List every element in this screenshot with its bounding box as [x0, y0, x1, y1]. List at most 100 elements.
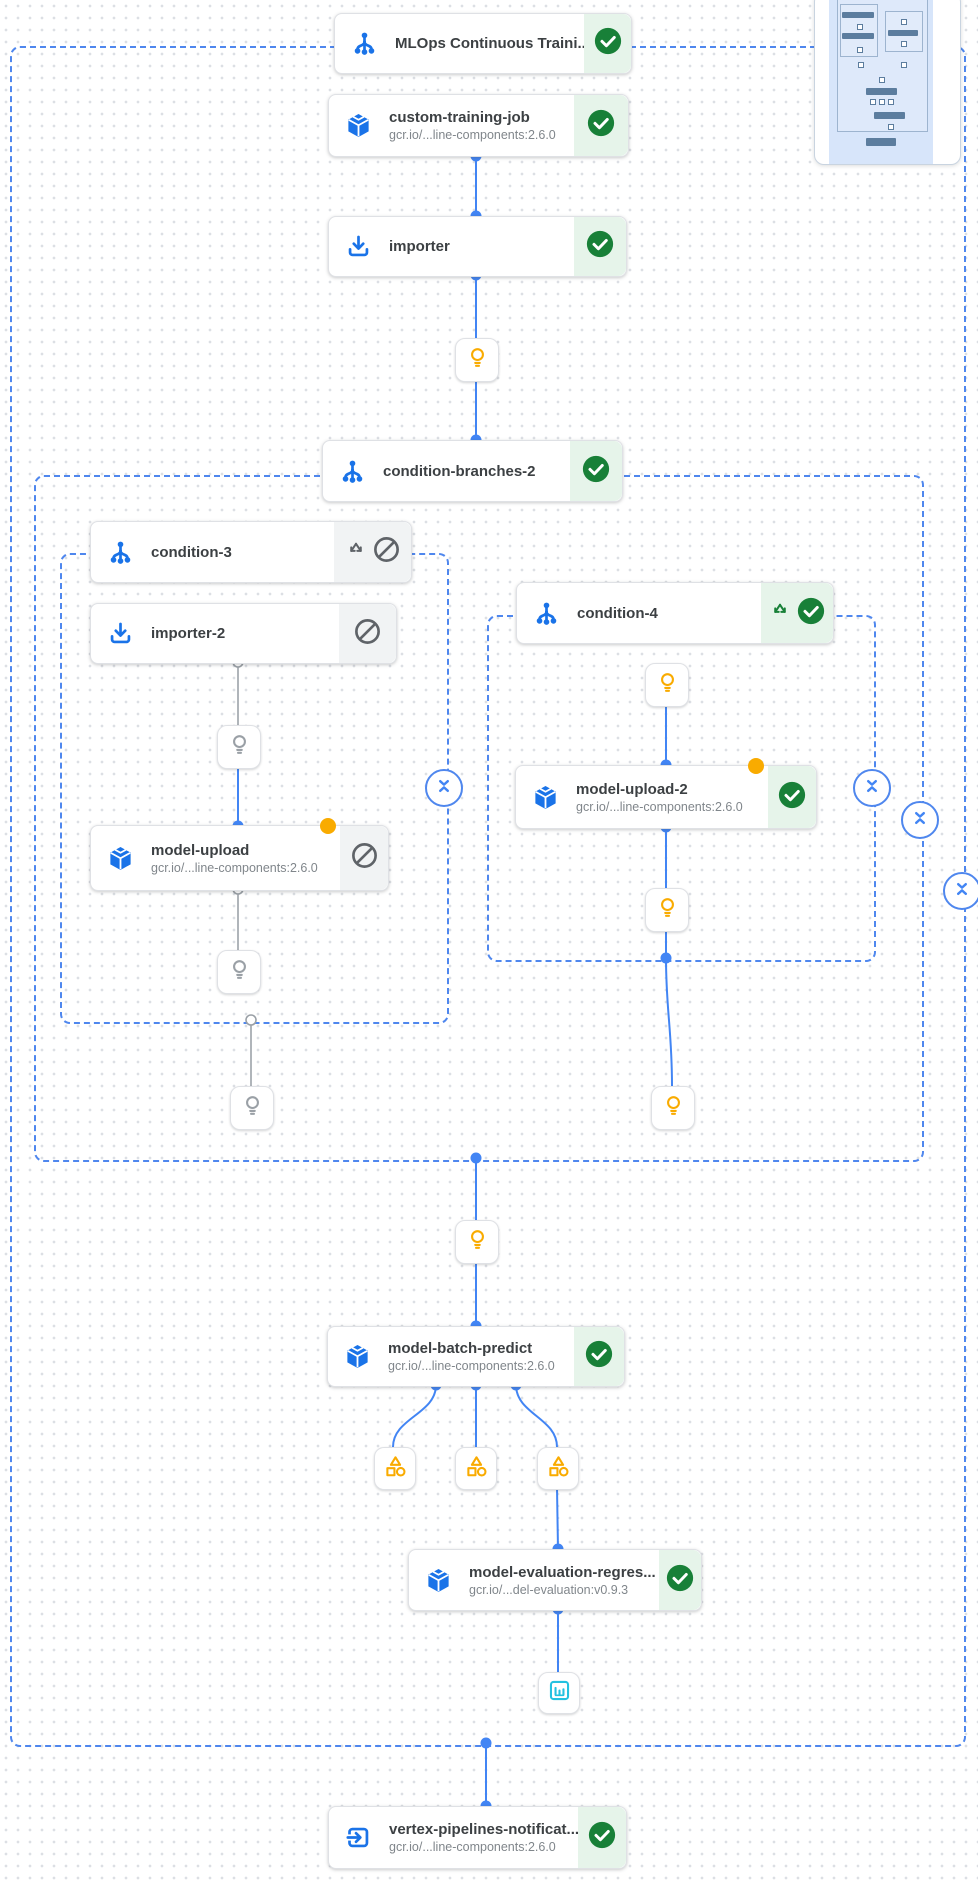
artifact-metrics[interactable] [455, 1447, 497, 1490]
status-skipped [339, 604, 396, 663]
minimap-artifact [901, 19, 907, 25]
cube-icon [425, 1567, 452, 1594]
status-succeeded [578, 1807, 626, 1868]
exit-icon [345, 1824, 372, 1851]
node-title: vertex-pipelines-notificat... [389, 1821, 578, 1838]
artifact-evaluation-chart[interactable] [538, 1672, 580, 1714]
minimap-node [874, 112, 905, 119]
minimap-artifact [879, 99, 885, 105]
node-title: model-evaluation-regres... [469, 1563, 656, 1581]
pending-output-dot [748, 758, 764, 774]
node-importer[interactable]: importer [328, 216, 627, 277]
node-title: condition-3 [151, 543, 232, 561]
collapse-chevrons-icon [860, 774, 884, 803]
collapse-button-pipeline-root[interactable] [943, 872, 978, 910]
branch-fork-icon [107, 539, 134, 566]
node-importer-2[interactable]: importer-2 [90, 603, 397, 664]
artifact-metrics[interactable] [374, 1447, 416, 1490]
artifact-execution-output-skipped[interactable] [217, 950, 261, 994]
collapse-button-condition-branches-2[interactable] [901, 801, 939, 839]
cube-icon [532, 784, 559, 811]
status-skipped [334, 522, 411, 582]
check-circle-icon [665, 1563, 695, 1598]
node-subtitle: gcr.io/...line-components:2.6.0 [388, 1359, 555, 1373]
node-vertex-pipelines-notification[interactable]: vertex-pipelines-notificat... gcr.io/...… [328, 1806, 627, 1869]
branch-fork-icon [339, 458, 366, 485]
collapse-button-condition-3[interactable] [425, 769, 463, 807]
artifact-metrics[interactable] [537, 1447, 579, 1490]
minimap-artifact [857, 47, 863, 53]
artifact-execution-output-skipped[interactable] [230, 1086, 274, 1130]
blocked-icon [353, 617, 382, 651]
node-title: model-upload-2 [576, 780, 688, 798]
node-custom-training-job[interactable]: custom-training-job gcr.io/...line-compo… [328, 94, 629, 157]
lightbulb-icon [655, 895, 680, 925]
node-subtitle: gcr.io/...line-components:2.6.0 [151, 860, 318, 875]
minimap-node [842, 33, 874, 39]
check-circle-icon [777, 780, 807, 815]
minimap [814, 0, 961, 165]
node-mlops-continuous-training[interactable]: MLOps Continuous Traini... [334, 13, 632, 74]
collapse-button-condition-4[interactable] [853, 769, 891, 807]
artifact-execution-output[interactable] [645, 663, 689, 707]
status-succeeded [574, 95, 628, 156]
status-succeeded [768, 766, 816, 828]
node-model-evaluation-regression[interactable]: model-evaluation-regres... gcr.io/...del… [408, 1549, 702, 1611]
minimap-node [866, 88, 897, 95]
node-condition-4[interactable]: condition-4 [516, 582, 834, 644]
collapse-chevrons-icon [432, 774, 456, 803]
artifact-execution-output[interactable] [455, 338, 499, 382]
status-succeeded [761, 583, 833, 643]
check-circle-icon [587, 1820, 617, 1855]
blocked-icon [372, 535, 401, 569]
minimap-artifact [870, 99, 876, 105]
minimap-artifact [901, 41, 907, 47]
node-model-batch-predict[interactable]: model-batch-predict gcr.io/...line-compo… [327, 1326, 625, 1387]
node-model-upload[interactable]: model-upload gcr.io/...line-components:2… [90, 825, 389, 891]
node-subtitle: gcr.io/...line-components:2.6.0 [576, 799, 743, 814]
node-title: condition-4 [577, 604, 658, 622]
artifact-execution-output[interactable] [645, 888, 689, 932]
branch-fork-icon [533, 600, 560, 627]
minimap-node [888, 30, 918, 36]
check-circle-icon [585, 229, 615, 264]
status-succeeded [584, 14, 631, 73]
minimap-artifact [888, 99, 894, 105]
status-succeeded [570, 441, 622, 501]
shapes-icon [546, 1454, 571, 1484]
status-succeeded [574, 217, 626, 276]
lightbulb-icon [227, 957, 252, 987]
check-circle-icon [796, 596, 826, 631]
minimap-node [866, 138, 896, 146]
lightbulb-icon [661, 1093, 686, 1123]
node-subtitle: gcr.io/...del-evaluation:v0.9.3 [469, 1582, 629, 1597]
bar-chart-icon [547, 1678, 572, 1708]
minimap-node [842, 12, 874, 18]
minimap-artifact [857, 24, 863, 30]
node-model-upload-2[interactable]: model-upload-2 gcr.io/...line-components… [515, 765, 817, 829]
cube-icon [107, 845, 134, 872]
node-title: importer [389, 238, 450, 255]
minimap-artifact [858, 62, 864, 68]
artifact-execution-output-skipped[interactable] [217, 725, 261, 769]
lightbulb-icon [655, 670, 680, 700]
node-condition-branches-2[interactable]: condition-branches-2 [322, 440, 623, 502]
cube-icon [345, 112, 372, 139]
collapse-chevrons-icon [950, 877, 974, 906]
lightbulb-icon [465, 345, 490, 375]
artifact-execution-output[interactable] [651, 1086, 695, 1130]
check-circle-icon [593, 26, 623, 61]
node-title: condition-branches-2 [383, 462, 536, 480]
cube-icon [344, 1343, 371, 1370]
shapes-icon [383, 1454, 408, 1484]
minimap-artifact [888, 124, 894, 130]
check-circle-icon [581, 454, 611, 489]
node-title: model-upload [151, 841, 250, 859]
node-title: custom-training-job [389, 109, 530, 126]
artifact-execution-output[interactable] [455, 1220, 499, 1264]
status-succeeded [659, 1550, 701, 1610]
node-condition-3[interactable]: condition-3 [90, 521, 412, 583]
status-skipped [340, 826, 388, 890]
collapse-chevrons-icon [908, 806, 932, 835]
